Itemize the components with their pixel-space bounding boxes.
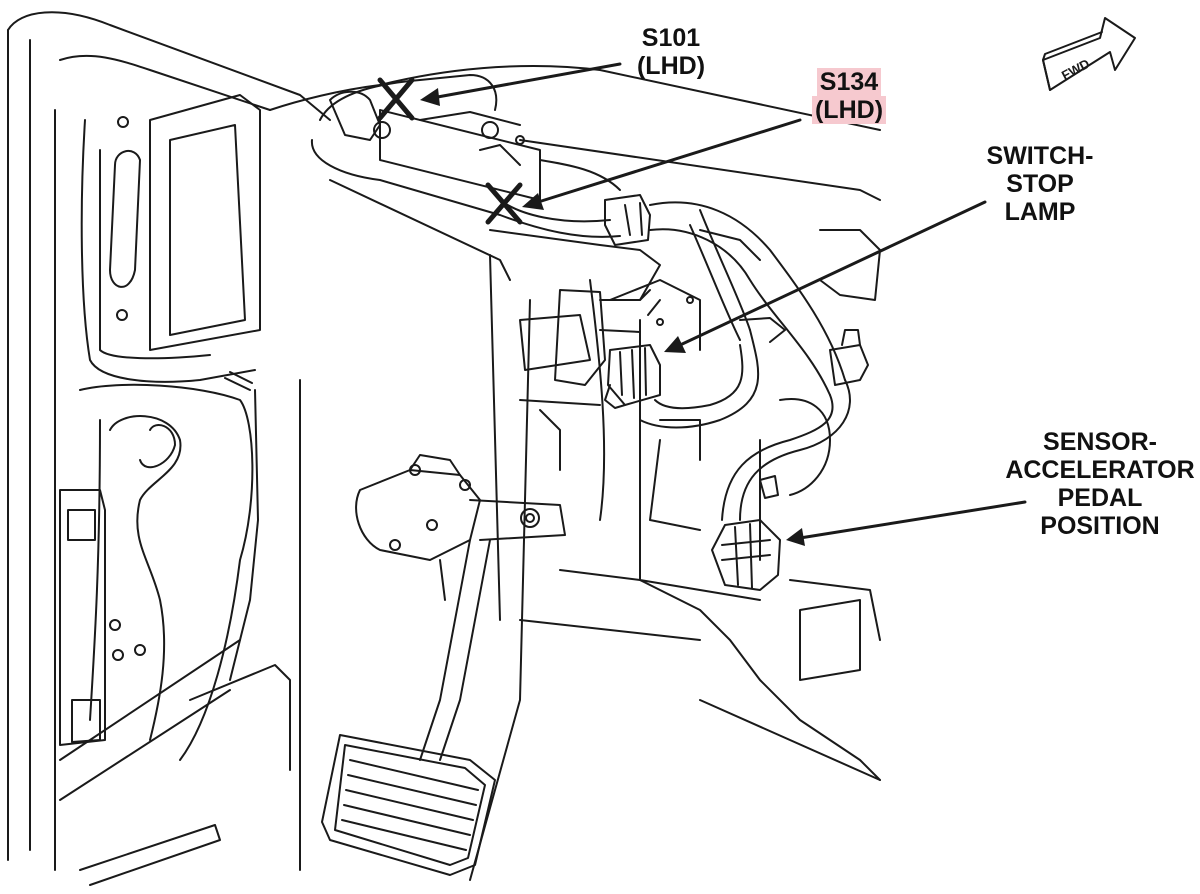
label-s101: S101 (LHD) bbox=[630, 24, 712, 80]
sensor-leader-arrow bbox=[798, 500, 1027, 540]
label-sensor-app-line1: SENSOR- bbox=[1043, 428, 1157, 456]
stop-lamp-leader-arrow bbox=[676, 200, 987, 348]
label-sensor-app-line2: ACCELERATOR bbox=[1005, 456, 1195, 484]
s101-leader-arrow bbox=[430, 62, 622, 100]
brake-booster bbox=[355, 454, 566, 601]
label-switch-stop-lamp-line2: STOP bbox=[1006, 170, 1074, 198]
switch-stop-lamp-connector bbox=[604, 344, 661, 409]
door-pillar bbox=[7, 11, 331, 886]
s134-x-marker bbox=[485, 182, 523, 225]
label-s134: S134 (LHD) bbox=[808, 68, 890, 124]
wiring-harness-upper bbox=[310, 74, 869, 521]
label-switch-stop-lamp-line3: LAMP bbox=[1004, 198, 1076, 226]
label-switch-stop-lamp-line1: SWITCH- bbox=[986, 142, 1094, 170]
leader-lines bbox=[420, 62, 1027, 546]
brake-pedal bbox=[321, 539, 496, 876]
label-s134-line1: S134 bbox=[816, 68, 882, 96]
splice-markers bbox=[377, 77, 523, 225]
dash-structure bbox=[269, 64, 881, 881]
s134-arrowhead bbox=[522, 193, 544, 210]
s101-arrowhead bbox=[420, 88, 440, 106]
stop-lamp-arrowhead bbox=[664, 336, 686, 353]
s134-leader-arrow bbox=[533, 118, 802, 205]
label-switch-stop-lamp: SWITCH- STOP LAMP bbox=[965, 142, 1115, 226]
fwd-arrow bbox=[1042, 17, 1136, 91]
s101-x-marker bbox=[377, 77, 415, 121]
label-sensor-app-line4: POSITION bbox=[1040, 512, 1160, 540]
label-s101-line1: S101 bbox=[641, 24, 701, 52]
label-sensor-app-line3: PEDAL bbox=[1057, 484, 1143, 512]
label-sensor-app: SENSOR- ACCELERATOR PEDAL POSITION bbox=[1005, 428, 1195, 540]
label-s134-line2: (LHD) bbox=[811, 96, 887, 124]
sensor-arrowhead bbox=[786, 528, 805, 546]
sensor-app-connector bbox=[711, 475, 781, 591]
label-s101-line2: (LHD) bbox=[636, 52, 706, 80]
